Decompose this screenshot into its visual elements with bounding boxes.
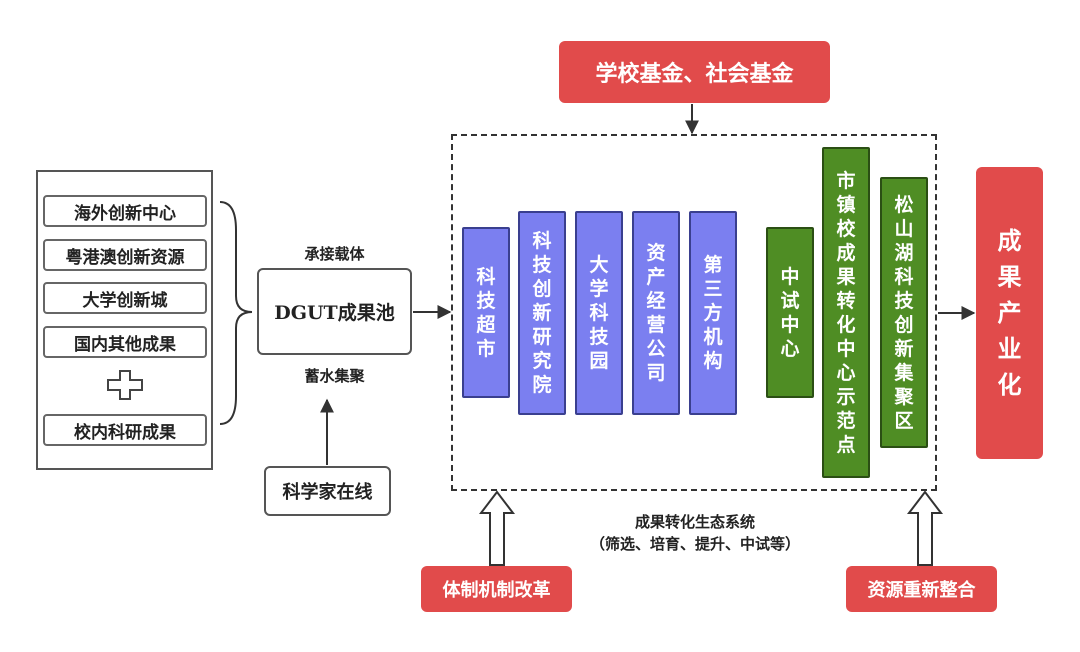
source-item-university-city: 大学创新城 — [43, 282, 207, 314]
source-item-domestic: 国内其他成果 — [43, 326, 207, 358]
reform-box: 体制机制改革 — [421, 566, 572, 612]
ecosystem-frame — [451, 134, 937, 491]
reintegration-up-arrow — [906, 490, 944, 566]
ecosystem-caption-subtitle: （筛选、培育、提升、中试等） — [589, 535, 800, 553]
ecosystem-caption: 成果转化生态系统 （筛选、培育、提升、中试等） — [560, 511, 830, 555]
column-demo-point: 市镇校成果转化中心示范点 — [822, 147, 870, 478]
reform-up-arrow — [478, 490, 516, 566]
source-item-campus: 校内科研成果 — [43, 414, 207, 446]
column-songshan-lake: 松山湖科技创新集聚区 — [880, 177, 928, 448]
column-asset-company: 资产经营公司 — [632, 211, 680, 415]
funding-box: 学校基金、社会基金 — [559, 41, 830, 103]
pool-bottom-label: 蓄水集聚 — [304, 367, 365, 385]
ecosystem-caption-title: 成果转化生态系统 — [634, 513, 755, 531]
pool-box: DGUT成果池 — [257, 268, 412, 355]
source-item-overseas: 海外创新中心 — [43, 195, 207, 227]
pool-top-label: 承接载体 — [304, 245, 365, 263]
scientist-box: 科学家在线 — [264, 466, 391, 516]
column-tech-supermarket: 科技超市 — [462, 227, 510, 398]
source-bracket — [219, 201, 253, 425]
column-research-institute: 科技创新研究院 — [518, 211, 566, 415]
plus-icon — [107, 370, 143, 400]
column-science-park: 大学科技园 — [575, 211, 623, 415]
reintegration-box: 资源重新整合 — [846, 566, 997, 612]
column-third-party: 第三方机构 — [689, 211, 737, 415]
result-box: 成果产业化 — [976, 167, 1043, 459]
column-pilot-center: 中试中心 — [766, 227, 814, 398]
source-item-gba: 粤港澳创新资源 — [43, 239, 207, 271]
